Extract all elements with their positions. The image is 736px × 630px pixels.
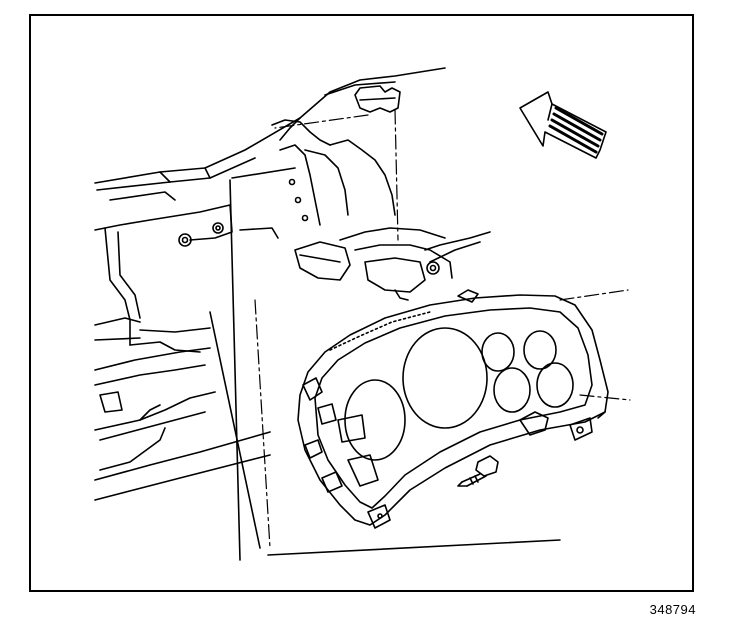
instrument-cluster <box>297 289 609 529</box>
arrow-pointing-up-left-icon <box>519 91 607 159</box>
panel-left-section <box>94 204 279 353</box>
alignment-lines <box>254 109 631 549</box>
panel-mounting-bracket <box>294 227 491 301</box>
figure-frame <box>29 14 694 592</box>
figure-number: 348794 <box>649 602 696 617</box>
cluster-retaining-screw <box>457 455 499 487</box>
upper-bracket <box>271 85 401 226</box>
lower-trim-panel <box>94 347 271 501</box>
cluster-opening-outline <box>209 167 561 561</box>
instrument-panel-top <box>94 67 446 201</box>
